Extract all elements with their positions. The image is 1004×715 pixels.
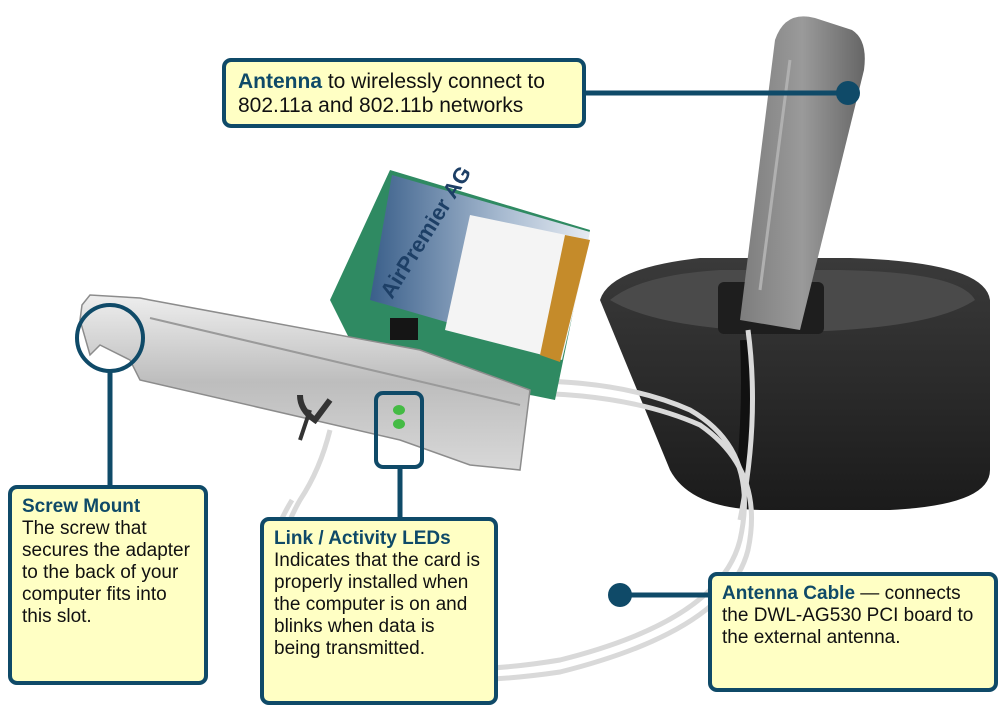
screw-mount-title: Screw Mount — [22, 496, 141, 517]
antenna-description: to wirelessly connect to 802.11a and 802… — [238, 70, 545, 117]
pointer-leds — [374, 391, 424, 519]
callout-antenna-cable: Antenna Cable — connects the DWL-AG530 P… — [708, 572, 998, 692]
metal-bracket — [79, 294, 531, 471]
pointer-antenna — [586, 81, 860, 105]
pointer-screw-mount — [75, 303, 145, 487]
pointer-cable — [608, 583, 710, 607]
callout-antenna: Antenna to wirelessly connect to 802.11a… — [222, 58, 586, 128]
leds-title: Link / Activity LEDs — [274, 528, 451, 549]
cable-description: — connects the DWL-AG530 PCI board to th… — [722, 583, 974, 648]
screw-mount-description: The screw that secures the adapter to th… — [22, 518, 190, 627]
callout-link-activity-leds: Link / Activity LEDs Indicates that the … — [260, 517, 498, 705]
cable-title: Antenna Cable — [722, 583, 856, 604]
pci-card: D-Link AirPremier AG — [307, 162, 590, 400]
callout-screw-mount: Screw Mount The screw that secures the a… — [8, 485, 208, 685]
antenna-title: Antenna — [238, 70, 322, 93]
antenna-stand — [600, 258, 990, 510]
leds-description: Indicates that the card is properly inst… — [274, 550, 480, 659]
